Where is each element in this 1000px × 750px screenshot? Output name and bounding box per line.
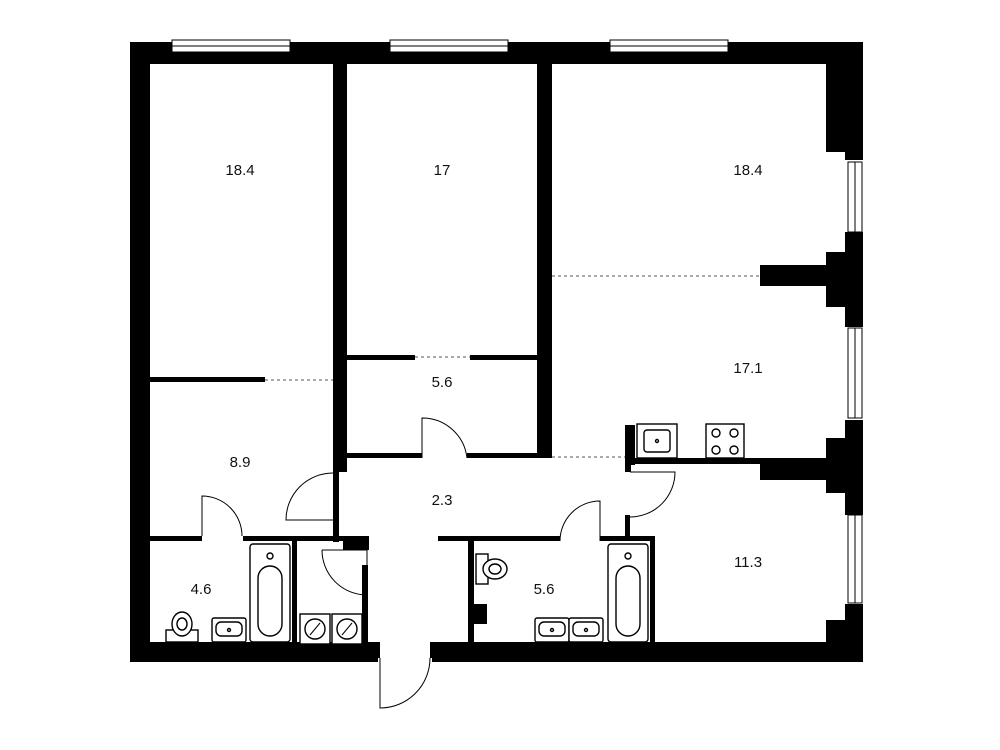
toilet-icon	[165, 611, 199, 643]
area-labels: 18.4 17 18.4 17.1 5.6 8.9 2.3 4.6 5.6 11…	[191, 162, 763, 598]
door-swing-icon	[379, 657, 431, 709]
door-swing-icon	[285, 472, 334, 521]
washing-machine-icon	[331, 613, 363, 645]
door-swing-icon	[629, 471, 676, 518]
bathtub-icon	[607, 543, 649, 643]
sink-icon	[568, 617, 604, 643]
toilet-icon	[475, 553, 508, 585]
room-area-label: 8.9	[230, 454, 251, 471]
window-icon	[389, 39, 509, 53]
window-icon	[171, 39, 291, 53]
sink-icon	[534, 617, 570, 643]
windows	[171, 39, 863, 604]
room-area-label: 17	[434, 162, 451, 179]
open-zone-lines	[265, 275, 760, 458]
door-swing-icon	[559, 500, 601, 542]
door-swing-icon	[421, 417, 468, 459]
sink-icon	[211, 617, 247, 643]
sink-icon	[636, 423, 678, 459]
room-area-label: 5.6	[432, 374, 453, 391]
stove-icon	[705, 423, 745, 459]
room-area-label: 18.4	[733, 162, 762, 179]
door-swing-icon	[201, 495, 243, 537]
outer-walls	[130, 42, 863, 662]
door-swing-icon	[321, 549, 368, 596]
room-area-label: 17.1	[733, 360, 762, 377]
window-icon	[847, 327, 863, 419]
room-area-label: 18.4	[225, 162, 254, 179]
fixtures	[165, 423, 745, 645]
interior-walls	[150, 42, 826, 658]
doors	[201, 417, 676, 709]
window-icon	[847, 514, 863, 604]
washing-machine-icon	[299, 613, 331, 645]
room-area-label: 5.6	[534, 581, 555, 598]
window-icon	[609, 39, 729, 53]
window-icon	[847, 161, 863, 233]
room-area-label: 11.3	[734, 554, 762, 571]
room-area-label: 2.3	[432, 492, 453, 509]
room-area-label: 4.6	[191, 581, 212, 598]
bathtub-icon	[249, 543, 291, 643]
